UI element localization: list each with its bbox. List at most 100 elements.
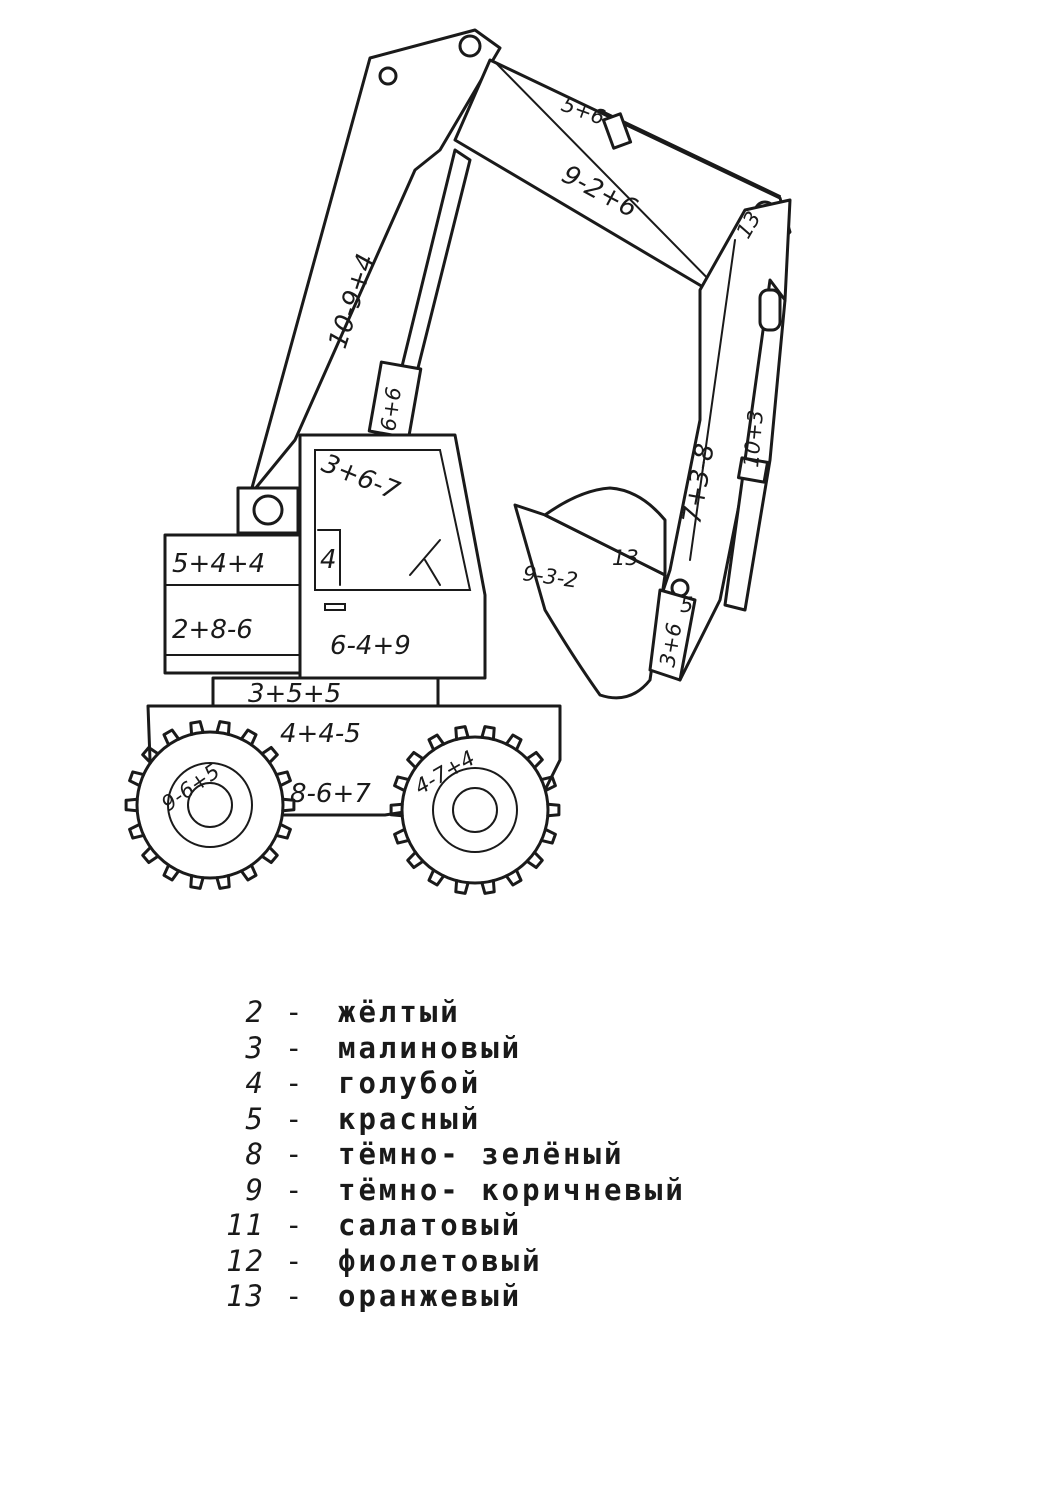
wheel-tooth (215, 874, 231, 890)
legend-row: 4- голубой (100, 1066, 720, 1102)
boom (248, 28, 502, 497)
cab (298, 433, 487, 680)
wheel-tooth (406, 850, 425, 869)
wheel-tooth (189, 874, 205, 890)
engine-housing (163, 533, 307, 675)
bucket-link (648, 588, 697, 682)
legend-dash: - (285, 995, 303, 1029)
legend-row: 3-малиновый (100, 1031, 720, 1067)
wheel-left-inner (167, 762, 253, 848)
label-turntable: 3+5+5 (248, 679, 341, 709)
legend-number: 2 (245, 995, 265, 1029)
wheel-tooth (215, 720, 231, 736)
legend-number: 11 (226, 1208, 265, 1242)
legend-dash: - (285, 1066, 303, 1100)
wheel-tooth (525, 850, 544, 869)
wheel-tooth (239, 863, 258, 882)
label-axle: 8-6+7 (290, 779, 371, 809)
wheel-right (400, 735, 550, 885)
legend-dash: - (285, 1101, 303, 1136)
legend-row: 9-тёмно- коричневый (100, 1173, 720, 1209)
legend-number: 5 (245, 1101, 265, 1136)
arm-side-top (758, 288, 782, 332)
legend-row: 2-жёлтый (100, 995, 720, 1031)
legend-dash: - (285, 1137, 303, 1171)
legend-dash: - (285, 1243, 303, 1278)
wheel-tooth (274, 770, 292, 788)
legend-row: 13- оранжевый (100, 1279, 720, 1315)
wheel-tooth (281, 797, 296, 813)
legend-dash: - (285, 1172, 303, 1207)
boom-base-pin (252, 494, 284, 526)
legend-color-name: тёмно- зелёный (338, 1137, 625, 1171)
label-engine-bottom: 2+8-6 (172, 615, 253, 645)
wheel-tooth (393, 775, 411, 793)
wheel-tooth (480, 725, 496, 741)
wheel-tooth (546, 802, 561, 818)
legend-color-name: тёмно- коричневый (338, 1172, 686, 1207)
wheel-tooth (393, 827, 411, 845)
legend-dash: - (285, 1208, 303, 1242)
wheel-tooth (260, 746, 279, 765)
label-bucket-link-small: 5 (680, 593, 693, 617)
boom-pin-top (458, 34, 482, 58)
wheel-tooth (124, 797, 139, 813)
legend-number: 3 (245, 1030, 265, 1065)
legend-dash: - (285, 1030, 303, 1065)
wheel-tooth (239, 728, 258, 747)
wheel-tooth (539, 775, 557, 793)
label-cab-seat: 4 (320, 545, 337, 575)
legend-row: 12-фиолетовый (100, 1244, 720, 1280)
wheel-tooth (427, 733, 446, 752)
wheel-treads (124, 720, 561, 895)
cab-window (314, 449, 472, 591)
boom-pin-left (378, 66, 398, 86)
dipper-arm (638, 198, 792, 682)
dipper-line (689, 239, 736, 561)
legend-color-name: салатовый (338, 1208, 523, 1242)
wheel-tooth (141, 746, 160, 765)
bucket (513, 503, 667, 700)
label-chassis: 4+4-5 (280, 719, 361, 749)
legend-number: 4 (245, 1066, 265, 1100)
label-arm-side: 10+3 (739, 409, 768, 469)
legend-color-name: голубой (338, 1066, 482, 1100)
wheel-tooth (427, 868, 446, 887)
wheel-tooth (539, 827, 557, 845)
cab-seat (317, 529, 341, 586)
wheel-tooth (128, 770, 146, 788)
wheel-left-hub (187, 782, 233, 828)
legend-number: 8 (245, 1137, 265, 1171)
arm-side-clamp (736, 456, 770, 484)
wheel-tooth (128, 822, 146, 840)
legend-color-name: фиолетовый (338, 1243, 543, 1278)
legend-dash: - (285, 1279, 303, 1313)
wheel-tooth (389, 802, 404, 818)
wheel-tooth (504, 733, 523, 752)
wheel-tooth (141, 845, 160, 864)
wheel-tooth (274, 822, 292, 840)
wheel-tooth (162, 863, 181, 882)
label-cab-door: 6-4+9 (330, 631, 411, 661)
wheel-tooth (454, 879, 470, 895)
label-engine-top: 5+4+4 (172, 549, 265, 579)
wheel-tooth (260, 845, 279, 864)
wheel-tooth (454, 725, 470, 741)
label-bucket-load: 13 (612, 546, 639, 570)
legend-number: 12 (226, 1243, 265, 1278)
bucket-load (543, 486, 667, 577)
wheel-tooth (480, 879, 496, 895)
legend-number: 13 (226, 1279, 265, 1313)
wheel-tooth (406, 751, 425, 770)
legend-row: 11- салатовый (100, 1208, 720, 1244)
stick-line-2 (599, 109, 781, 197)
wheel-left (135, 730, 285, 880)
cab-door-handle (324, 603, 346, 611)
wheel-right-inner (432, 767, 518, 853)
legend-color-name: оранжевый (338, 1279, 523, 1313)
wheel-tooth (525, 751, 544, 770)
top-cylinder-clamp (601, 112, 633, 150)
